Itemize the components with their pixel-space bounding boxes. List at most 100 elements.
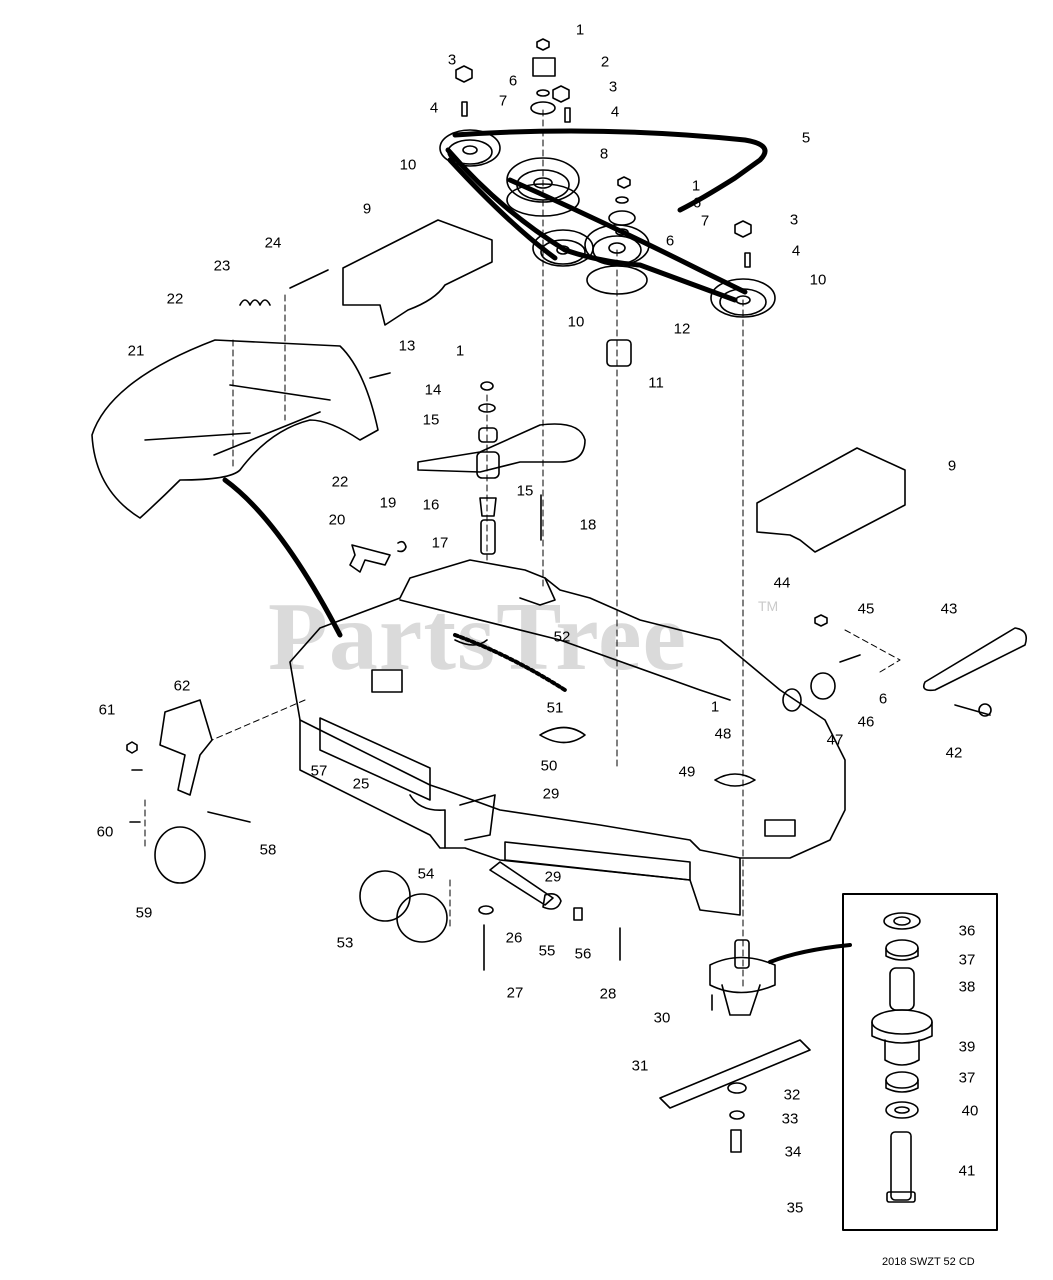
callout-62: 62 xyxy=(173,677,191,695)
watermark-trademark: TM xyxy=(758,598,779,614)
callout-54: 54 xyxy=(417,865,435,883)
callout-17: 17 xyxy=(431,534,449,552)
callout-40: 40 xyxy=(961,1102,979,1120)
callout-1: 1 xyxy=(691,177,701,195)
callout-32: 32 xyxy=(783,1086,801,1104)
callout-36: 36 xyxy=(958,922,976,940)
callout-47: 47 xyxy=(826,731,844,749)
chute-spring-and-rod xyxy=(239,269,391,379)
callout-31: 31 xyxy=(631,1057,649,1075)
callout-41: 41 xyxy=(958,1162,976,1180)
mower-deck xyxy=(289,559,846,916)
callout-46: 46 xyxy=(857,713,875,731)
callout-16: 16 xyxy=(422,496,440,514)
pulley-center xyxy=(532,229,594,267)
callout-45: 45 xyxy=(857,600,875,618)
spindle-detail-parts xyxy=(871,912,933,1203)
adjustment-knob xyxy=(349,540,407,573)
callout-43: 43 xyxy=(940,600,958,618)
callout-30: 30 xyxy=(653,1009,671,1027)
callout-19: 19 xyxy=(379,494,397,512)
drawing-code: 2018 SWZT 52 CD xyxy=(882,1256,975,1268)
callout-5: 5 xyxy=(801,129,811,147)
callout-50: 50 xyxy=(540,757,558,775)
callout-29: 29 xyxy=(544,868,562,886)
callout-23: 23 xyxy=(213,257,231,275)
callout-27: 27 xyxy=(506,984,524,1002)
discharge-chute xyxy=(91,339,379,638)
callout-60: 60 xyxy=(96,823,114,841)
assembly-center-lines xyxy=(144,109,901,991)
callout-53: 53 xyxy=(336,934,354,952)
callout-4: 4 xyxy=(791,242,801,260)
callout-20: 20 xyxy=(328,511,346,529)
callout-3: 3 xyxy=(608,78,618,96)
callout-61: 61 xyxy=(98,701,116,719)
callout-6: 6 xyxy=(692,194,702,212)
callout-6: 6 xyxy=(665,232,675,250)
callout-29: 29 xyxy=(542,785,560,803)
watermark-text: PartsTree xyxy=(268,583,687,691)
callout-6: 6 xyxy=(878,690,888,708)
callout-11: 11 xyxy=(648,374,664,392)
spindle-detail-inset xyxy=(842,893,998,1231)
callout-39: 39 xyxy=(958,1038,976,1056)
spindle-assembly xyxy=(659,939,852,1153)
anti-scalp-axle xyxy=(489,861,583,921)
callout-3: 3 xyxy=(447,51,457,69)
deck-bolts xyxy=(478,905,713,1011)
deck-rollers xyxy=(154,826,448,943)
callout-1: 1 xyxy=(455,342,465,360)
callout-21: 21 xyxy=(127,342,145,360)
callout-37: 37 xyxy=(958,951,976,969)
callout-13: 13 xyxy=(398,337,416,355)
callout-34: 34 xyxy=(784,1143,802,1161)
callout-55: 55 xyxy=(538,942,556,960)
callout-56: 56 xyxy=(574,945,592,963)
roller-bracket xyxy=(126,699,251,823)
callout-1: 1 xyxy=(710,698,720,716)
callout-3: 3 xyxy=(789,211,799,229)
callout-1: 1 xyxy=(575,21,585,39)
callout-58: 58 xyxy=(259,841,277,859)
pulley-left xyxy=(439,129,501,167)
callout-35: 35 xyxy=(786,1199,804,1217)
callout-9: 9 xyxy=(362,200,372,218)
callout-48: 48 xyxy=(714,725,732,743)
callout-10: 10 xyxy=(399,156,417,174)
callout-4: 4 xyxy=(429,99,439,117)
callout-15: 15 xyxy=(422,411,440,429)
idler-arm xyxy=(417,381,586,555)
callout-28: 28 xyxy=(599,985,617,1003)
belt-cover-right xyxy=(756,447,906,553)
callout-37: 37 xyxy=(958,1069,976,1087)
callout-51: 51 xyxy=(546,699,564,717)
callout-6: 6 xyxy=(508,72,518,90)
deck-lift-arm xyxy=(782,614,1028,717)
belt-cover-left xyxy=(342,219,493,326)
callout-49: 49 xyxy=(678,763,696,781)
callout-25: 25 xyxy=(352,775,370,793)
callout-2: 2 xyxy=(600,53,610,71)
callout-10: 10 xyxy=(809,271,827,289)
callout-59: 59 xyxy=(135,904,153,922)
callout-24: 24 xyxy=(264,234,282,252)
callout-26: 26 xyxy=(505,929,523,947)
callout-42: 42 xyxy=(945,744,963,762)
callout-10: 10 xyxy=(567,313,585,331)
callout-8: 8 xyxy=(599,145,609,163)
callout-38: 38 xyxy=(958,978,976,996)
callout-57: 57 xyxy=(310,762,328,780)
callout-44: 44 xyxy=(773,574,791,592)
watermark: PartsTree xyxy=(268,588,687,686)
callout-15: 15 xyxy=(516,482,534,500)
callout-7: 7 xyxy=(700,212,710,230)
callout-14: 14 xyxy=(424,381,442,399)
callout-7: 7 xyxy=(498,92,508,110)
callout-12: 12 xyxy=(673,320,691,338)
callout-4: 4 xyxy=(610,103,620,121)
callout-22: 22 xyxy=(166,290,184,308)
callout-22: 22 xyxy=(331,473,349,491)
